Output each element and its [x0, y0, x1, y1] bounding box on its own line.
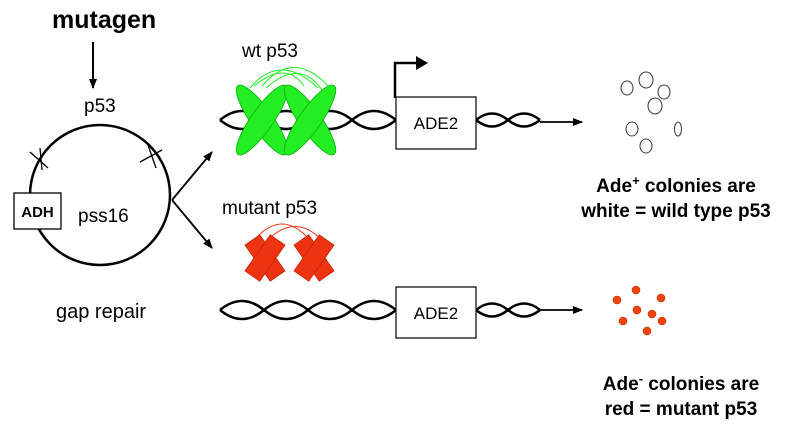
left-cut-marks	[29, 147, 49, 171]
white-result-line2: white = wild type p53	[580, 201, 771, 222]
promoter-arrowhead	[416, 56, 428, 70]
p53-insert-label: p53	[84, 96, 116, 117]
red-result-line2: red = mutant p53	[605, 399, 758, 420]
plasmid-name-label: pss16	[78, 206, 129, 227]
branch-arrow-mutant	[171, 199, 213, 249]
red-colonies	[612, 285, 667, 336]
ade2-box-top	[395, 96, 477, 150]
white-colonies	[620, 71, 683, 154]
ade2-label-bottom: ADE2	[414, 304, 458, 323]
right-cut-marks	[139, 144, 163, 169]
branch-arrow-wt	[171, 151, 213, 201]
adh-box	[13, 192, 62, 230]
white-result-line1: Ade+ colonies are	[596, 173, 756, 197]
gap-repair-label: gap repair	[56, 301, 146, 323]
dna-helix-bottom	[219, 299, 541, 321]
mutagen-label: mutagen	[52, 6, 156, 34]
adh-label: ADH	[21, 204, 54, 221]
ade2-label-top: ADE2	[414, 114, 458, 133]
mutant-p53-label: mutant p53	[222, 198, 317, 219]
wt-p53-label: wt p53	[241, 41, 298, 62]
red-result-line1: Ade- colonies are	[603, 371, 759, 395]
wt-p53-protein	[235, 67, 337, 156]
promoter-arrow	[393, 61, 418, 98]
ade2-box-bottom	[395, 286, 477, 339]
mutant-p53-protein	[244, 223, 335, 282]
